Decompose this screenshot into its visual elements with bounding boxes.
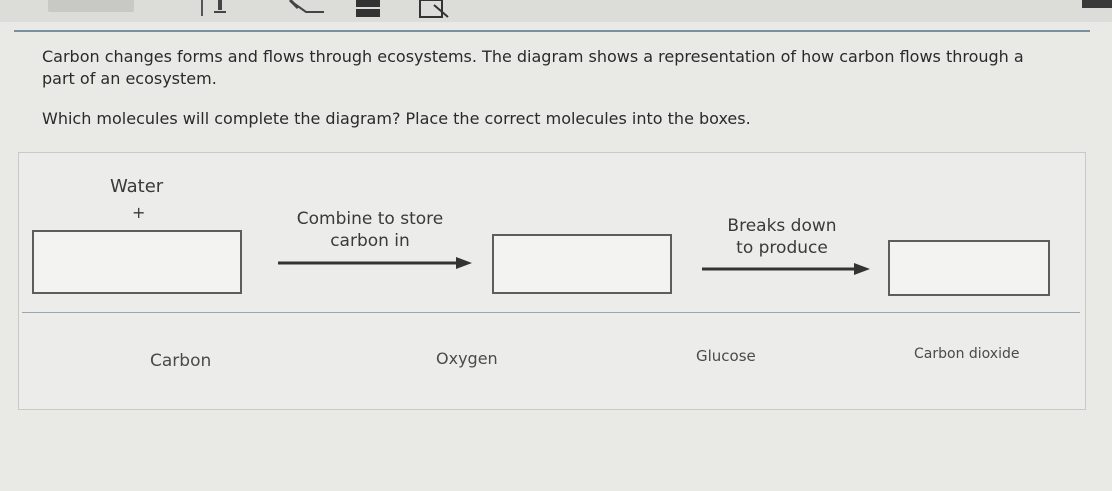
choice-carbon-dioxide[interactable]: Carbon dioxide: [914, 346, 1020, 362]
choice-carbon[interactable]: Carbon: [150, 351, 212, 371]
carbon-flow-diagram: Water + Combine to store carbon in Break…: [22, 168, 1080, 313]
arrow-label-breakdown: Breaks down to produce: [720, 215, 844, 259]
drop-box-product[interactable]: [492, 234, 672, 294]
arrow-label-combine-line1: Combine to store: [296, 209, 444, 229]
drop-box-output[interactable]: [888, 240, 1050, 296]
right-arrow-icon: [278, 257, 472, 269]
highlighter-icon[interactable]: [284, 0, 330, 18]
plus-sign: +: [132, 203, 146, 222]
water-label: Water: [110, 176, 164, 197]
notepad-icon[interactable]: [414, 0, 454, 18]
question-text: Carbon changes forms and flows through e…: [42, 46, 1052, 130]
question-paragraph-1: Carbon changes forms and flows through e…: [42, 47, 1024, 88]
window-corner: [1082, 0, 1112, 8]
arrow-label-combine-line2: carbon in: [330, 231, 410, 251]
right-arrow-icon: [702, 263, 870, 275]
choice-glucose[interactable]: Glucose: [696, 347, 756, 365]
drop-box-reactant[interactable]: [32, 230, 242, 294]
arrow-label-combine: Combine to store carbon in: [280, 208, 460, 252]
arrow-label-breakdown-line2: to produce: [736, 238, 828, 258]
divider: [14, 30, 1090, 32]
eraser-icon[interactable]: [352, 0, 384, 18]
pen-tool-icon[interactable]: [200, 0, 240, 18]
arrow-label-breakdown-line1: Breaks down: [727, 216, 837, 236]
question-paragraph-2: Which molecules will complete the diagra…: [42, 109, 751, 128]
choice-oxygen[interactable]: Oxygen: [436, 349, 498, 368]
toolbar-tab[interactable]: [48, 0, 134, 12]
toolbar: [0, 0, 1112, 22]
